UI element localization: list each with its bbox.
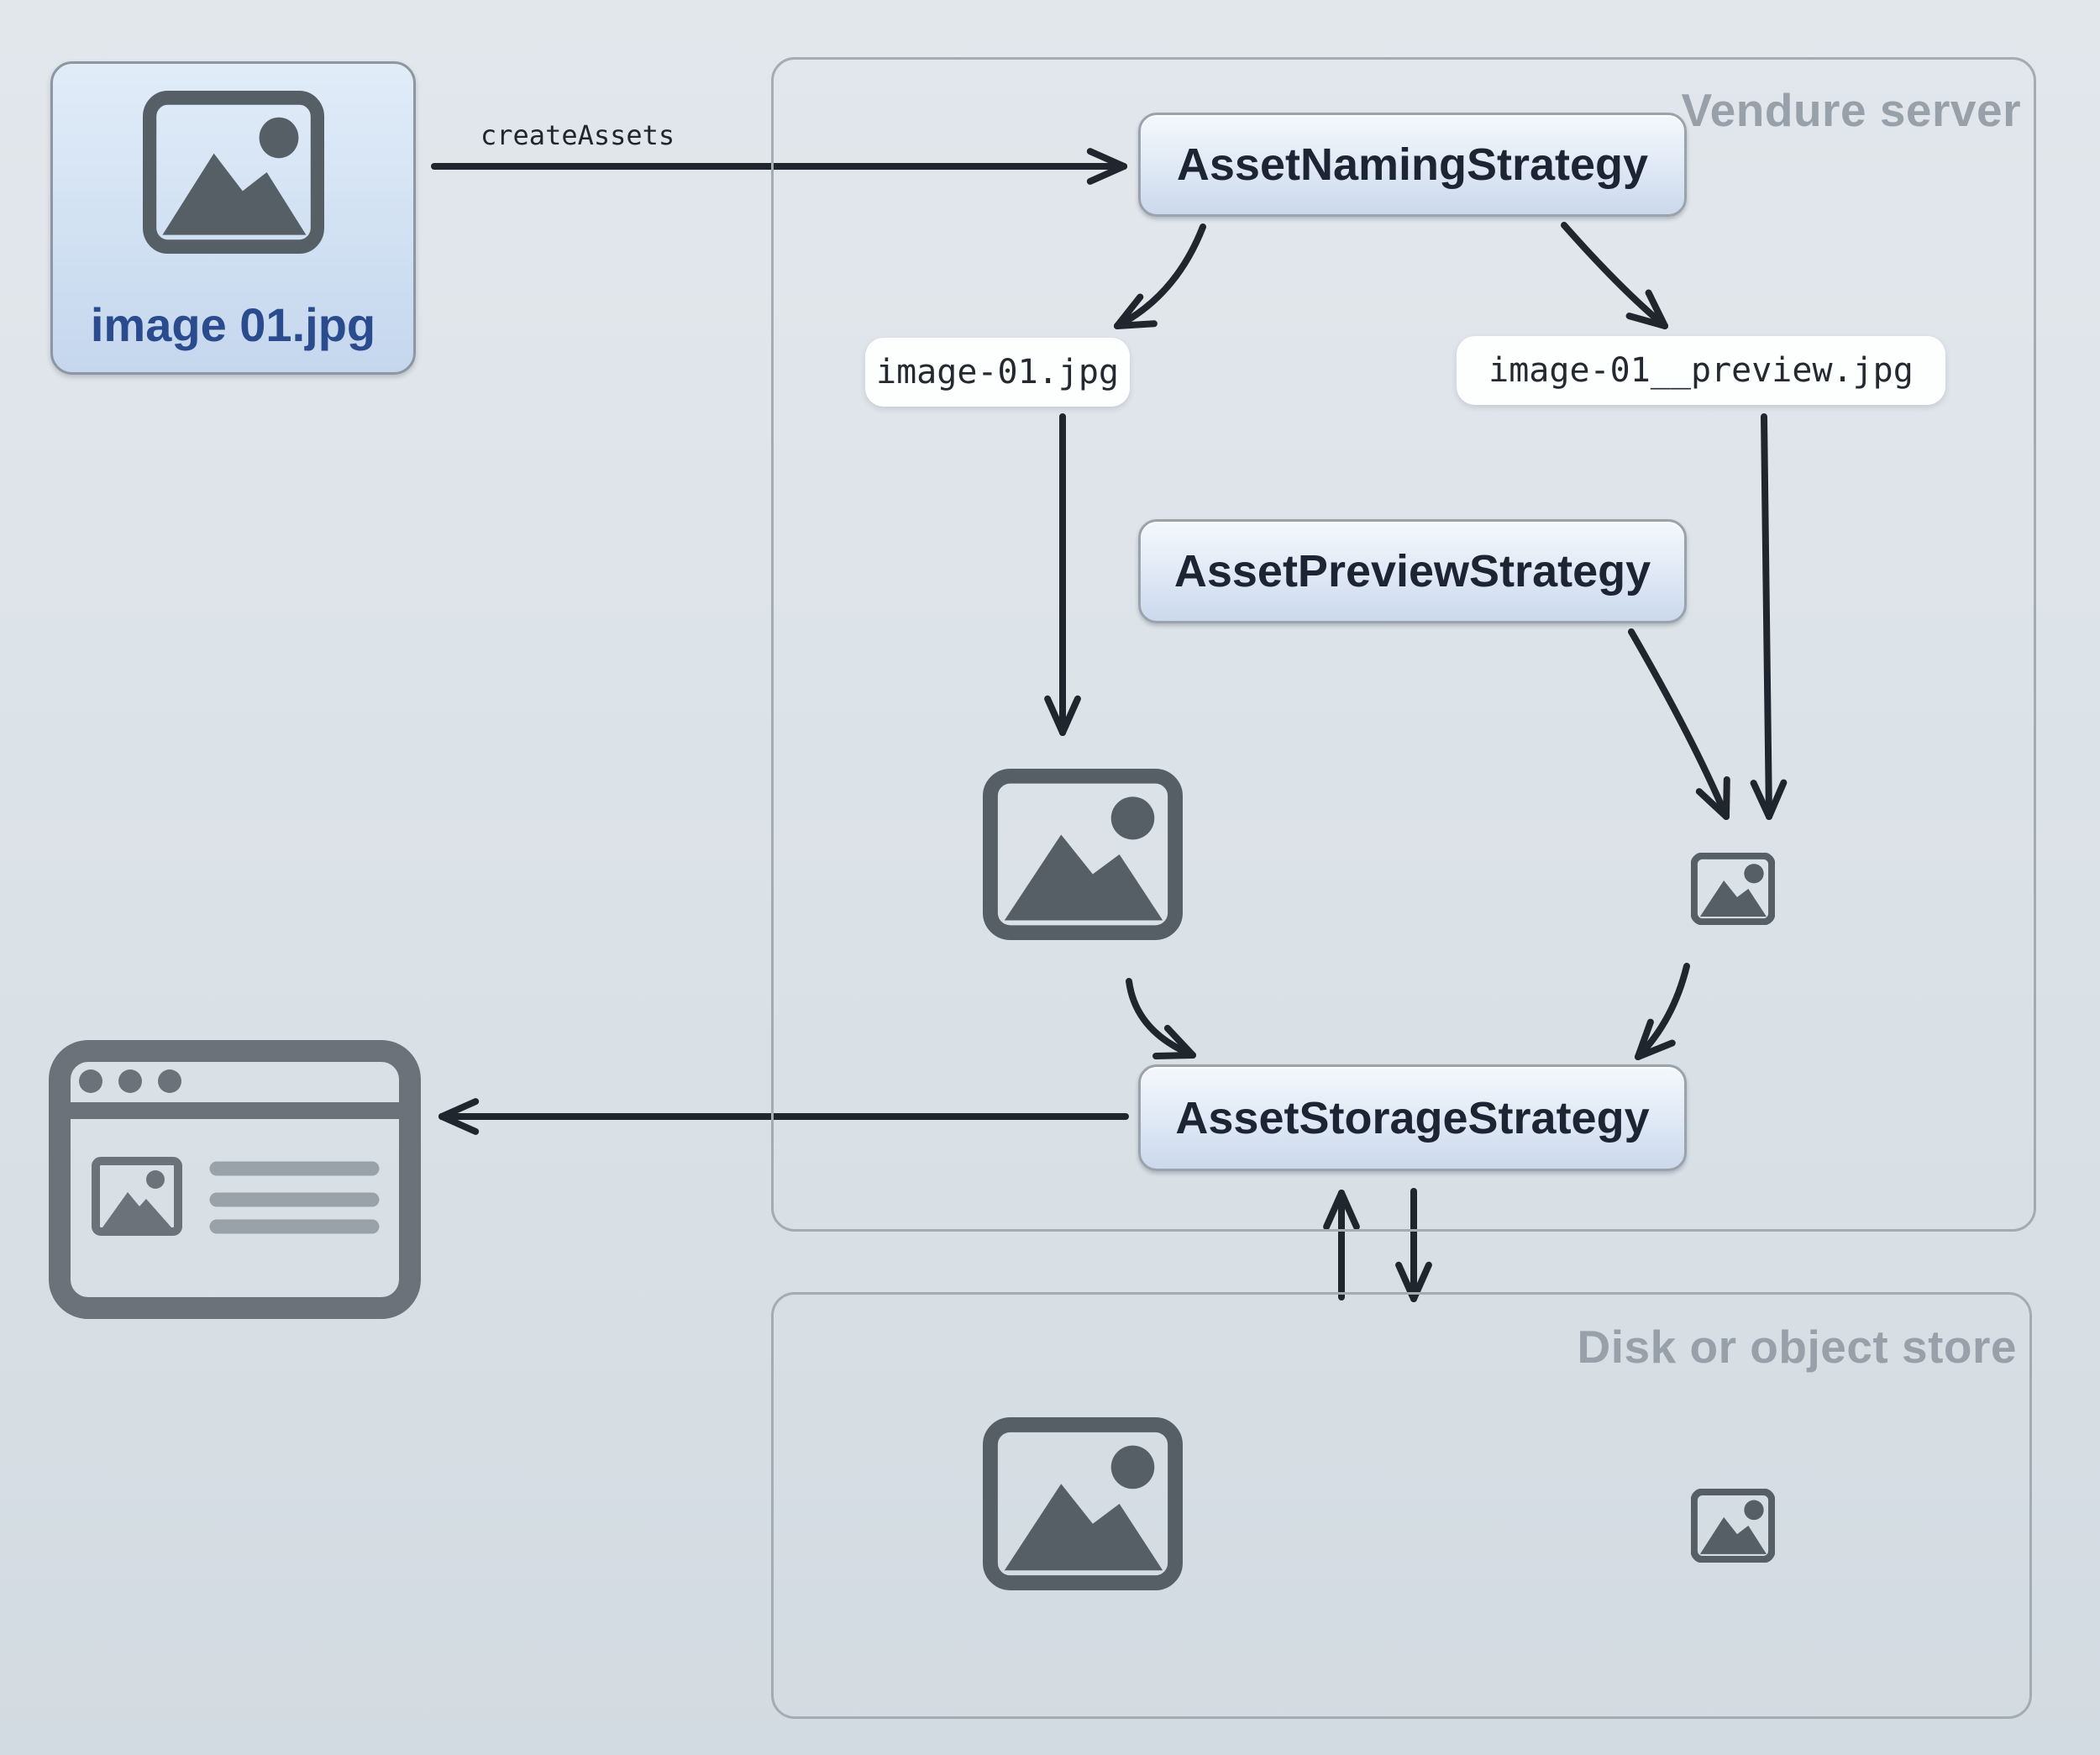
asset-naming-strategy-box: AssetNamingStrategy [1138, 113, 1687, 217]
arrowhead [438, 1113, 480, 1135]
image-icon [983, 1417, 1183, 1590]
source-image-card: image 01.jpg [50, 61, 416, 375]
preview-filename-pill: image-01__preview.jpg [1457, 336, 1945, 405]
source-filename-pill: image-01.jpg [865, 338, 1130, 407]
vendure-server-title: Vendure server [1681, 84, 2021, 136]
disk-store-title: Disk or object store [1577, 1321, 2017, 1373]
create-assets-label: createAssets [480, 119, 675, 151]
image-icon [1691, 853, 1775, 925]
image-icon [142, 91, 324, 254]
disk-store-container: Disk or object store [771, 1292, 2032, 1719]
arrowhead [438, 1098, 480, 1120]
source-filename-label: image 01.jpg [90, 298, 376, 351]
image-icon [983, 769, 1183, 940]
image-icon [1691, 1489, 1775, 1563]
asset-preview-strategy-box: AssetPreviewStrategy [1138, 519, 1687, 623]
browser-window-icon [49, 1040, 421, 1319]
asset-storage-strategy-box: AssetStorageStrategy [1138, 1064, 1687, 1171]
vendure-server-container: Vendure server [771, 57, 2036, 1232]
